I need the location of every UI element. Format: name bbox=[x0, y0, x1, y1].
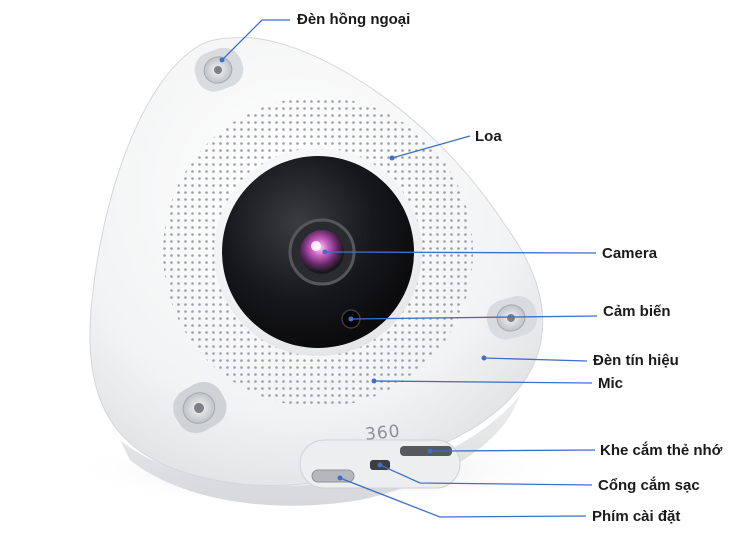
setup-button-shape bbox=[311, 469, 355, 483]
label-card-slot: Khe cắm thẻ nhớ bbox=[600, 442, 723, 459]
leader-setup-button bbox=[339, 477, 587, 518]
leader-signal-light bbox=[483, 357, 588, 362]
label-mic: Mic bbox=[598, 375, 624, 392]
label-charging-port: Cổng cắm sạc bbox=[598, 477, 700, 494]
label-speaker: Loa bbox=[475, 128, 502, 145]
label-sensor: Cảm biến bbox=[603, 303, 671, 320]
ir-led-bottom bbox=[173, 381, 227, 434]
label-camera: Camera bbox=[602, 245, 658, 262]
leader-mic bbox=[373, 380, 593, 384]
leader-dots bbox=[219, 57, 487, 481]
ir-led-top bbox=[194, 47, 244, 92]
leader-infrared bbox=[221, 19, 290, 61]
ir-led-right bbox=[486, 295, 538, 340]
label-signal-light: Đèn tín hiệu bbox=[593, 352, 679, 369]
leader-sensor bbox=[350, 315, 598, 320]
camera-lens bbox=[288, 218, 356, 286]
label-setup-button: Phím cài đặt bbox=[592, 508, 681, 525]
leader-camera bbox=[324, 251, 597, 254]
brand-logo: 360 bbox=[364, 421, 401, 445]
leader-card-slot bbox=[430, 449, 596, 452]
leader-lines bbox=[221, 19, 598, 518]
card-slot-shape bbox=[400, 446, 452, 456]
label-infrared: Đèn hồng ngoại bbox=[297, 11, 411, 28]
leader-speaker bbox=[391, 135, 471, 159]
leader-charging-port bbox=[379, 464, 593, 486]
